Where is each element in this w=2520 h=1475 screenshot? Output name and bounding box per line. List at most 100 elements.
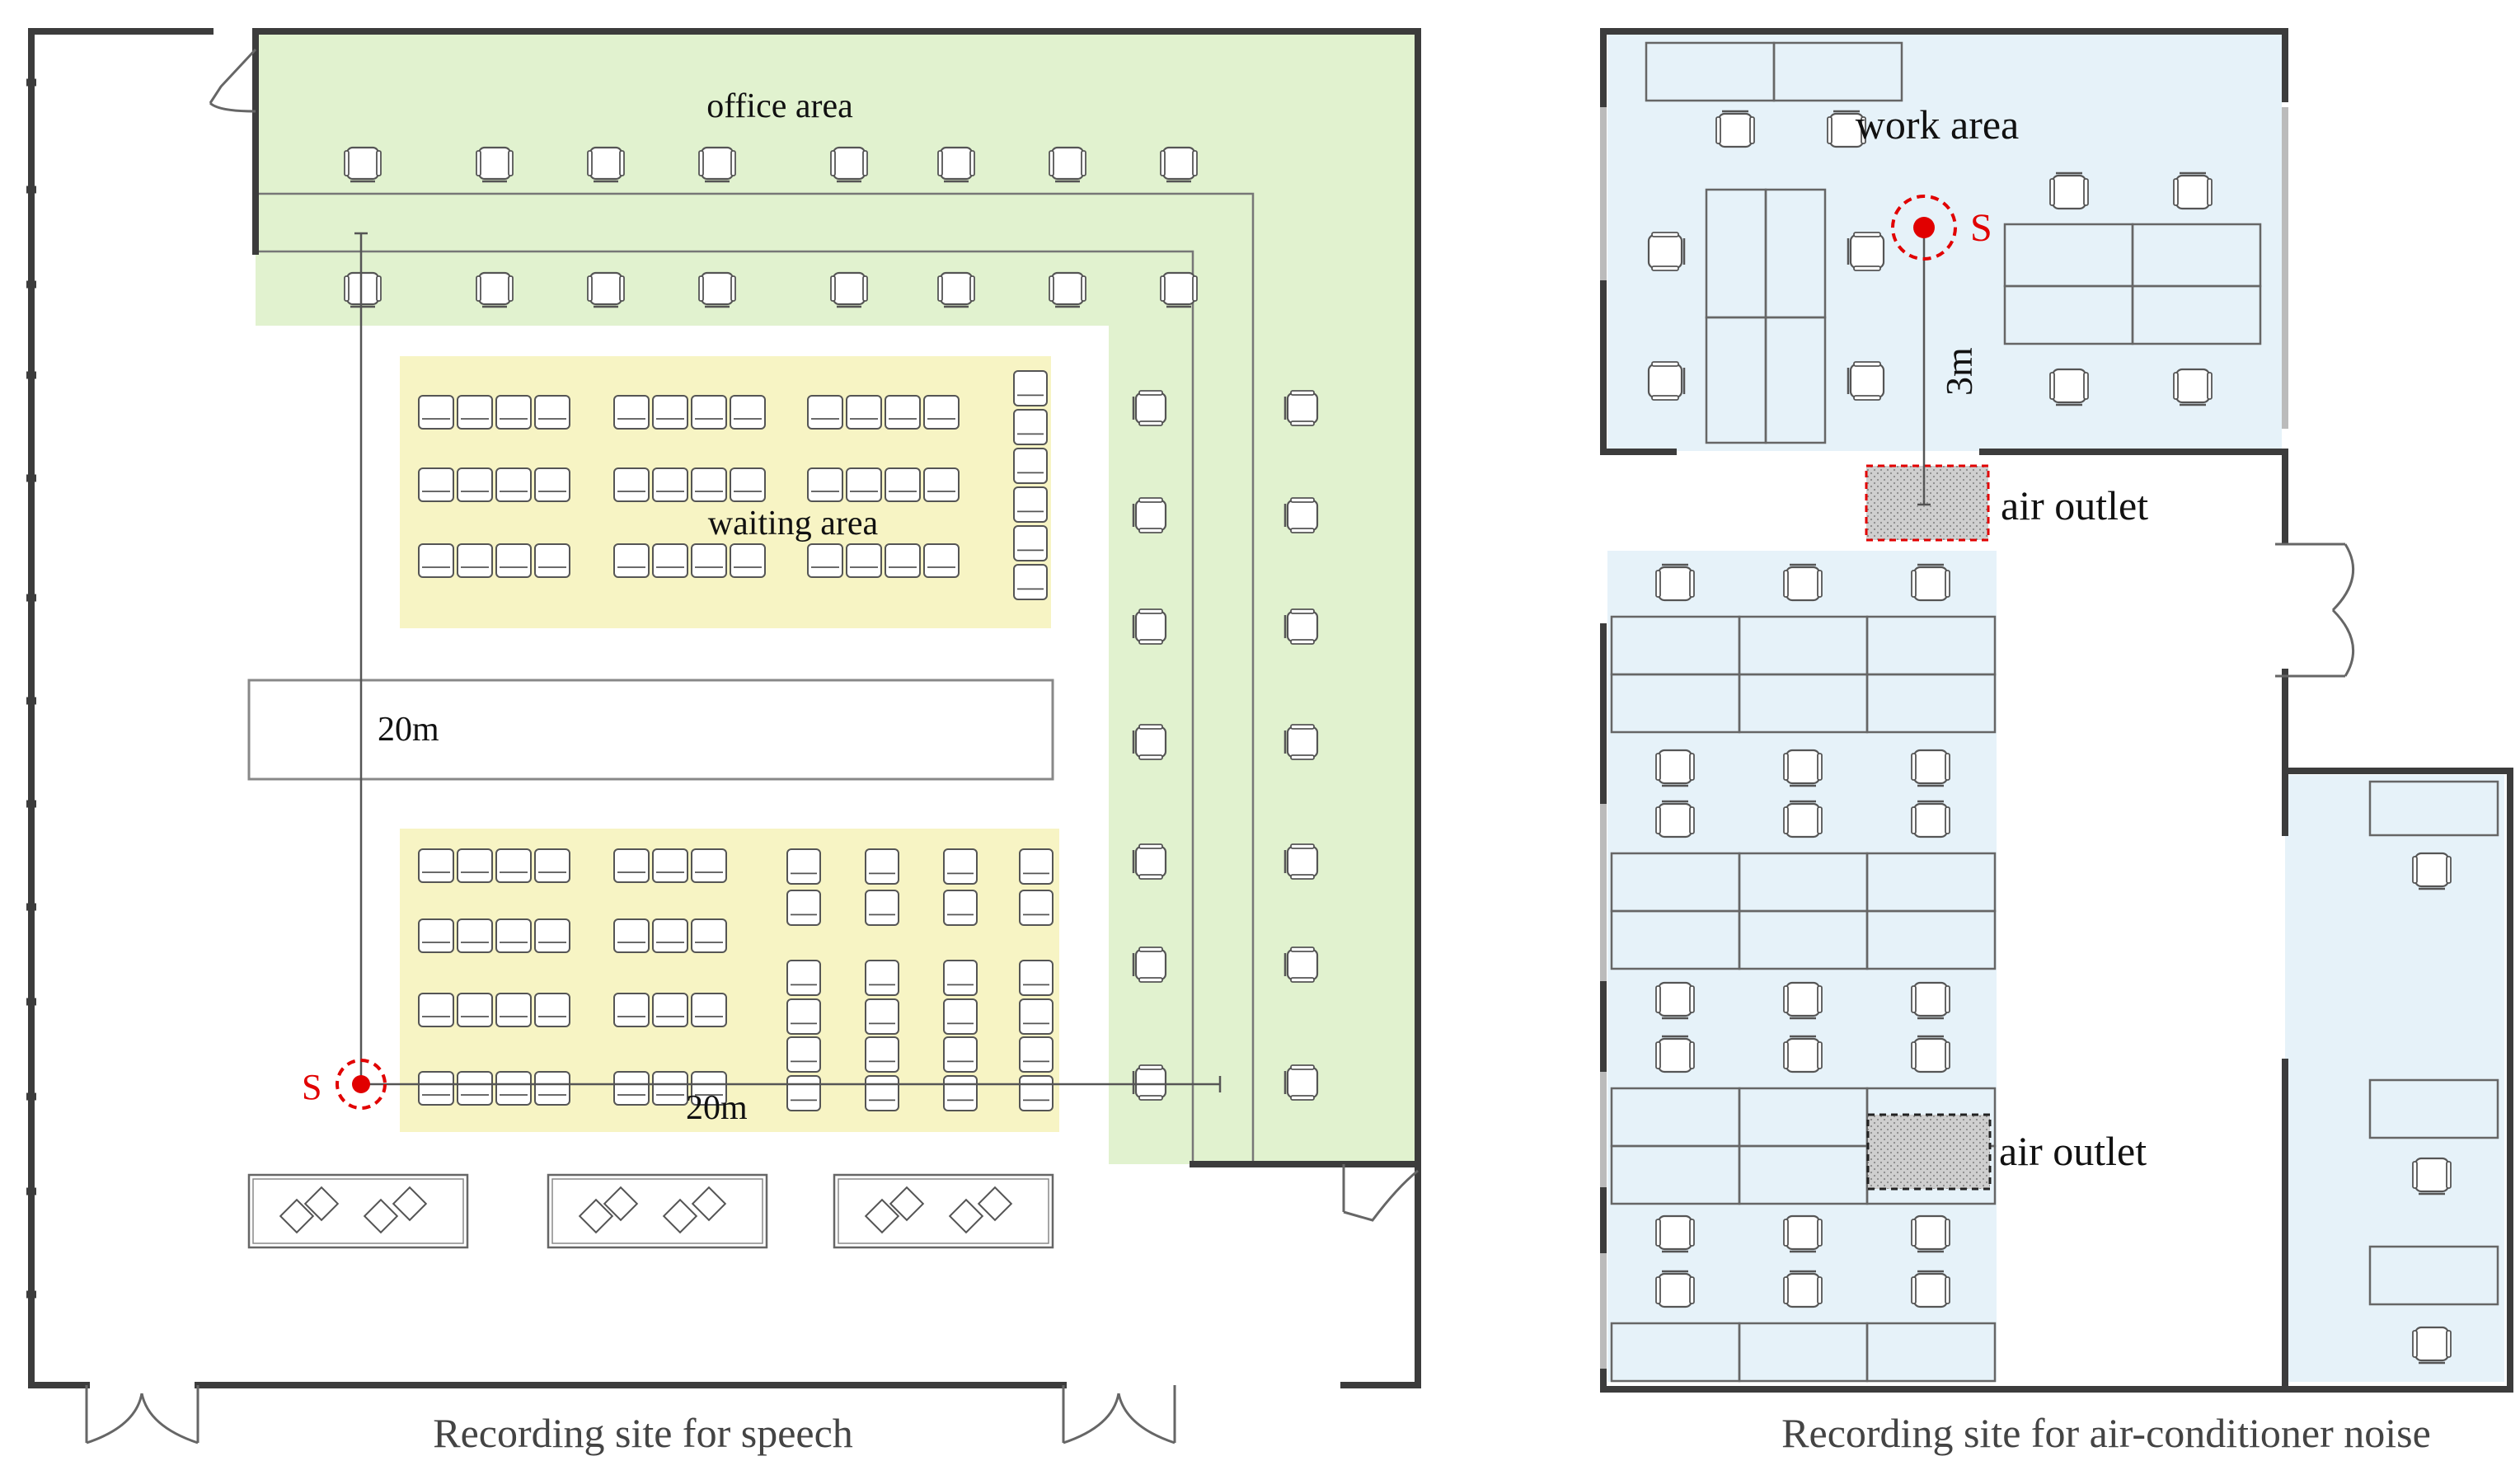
chair-icon <box>1132 1064 1167 1101</box>
chair-icon <box>1783 1214 1823 1253</box>
chair-icon <box>1132 947 1167 983</box>
sofa-icon <box>885 395 921 430</box>
chair-icon <box>1132 390 1167 426</box>
desk <box>1865 1322 1997 1383</box>
speech-site-plan: office area waiting area 20m 20m S Recor… <box>26 28 1421 1456</box>
desk <box>2368 1078 2499 1139</box>
chair-icon <box>2412 1326 2452 1365</box>
source-label: S <box>302 1067 321 1107</box>
chair-icon <box>1783 800 1823 838</box>
sofa-icon <box>691 467 727 502</box>
sofa-icon <box>495 467 532 502</box>
chair-icon <box>1911 800 1950 838</box>
sofa-icon <box>495 543 532 578</box>
sofa-icon <box>691 395 727 430</box>
sofa-icon <box>418 918 454 953</box>
sofa-icon <box>418 993 454 1027</box>
chair-icon <box>2412 1157 2452 1196</box>
caption-speech: Recording site for speech <box>433 1410 853 1456</box>
sofa-icon <box>807 543 843 578</box>
sofa-icon <box>807 395 843 430</box>
desk <box>1865 909 1997 970</box>
sofa-icon <box>534 848 570 883</box>
door-icon <box>1062 1385 1176 1444</box>
desk <box>2368 1245 2499 1306</box>
sofa-icon <box>418 543 454 578</box>
sofa-icon <box>495 993 532 1027</box>
chair-icon <box>476 146 514 183</box>
office-area-label: office area <box>706 87 853 125</box>
chair-icon <box>1715 110 1755 148</box>
chair-icon <box>1827 110 1866 148</box>
chair-icon <box>1783 1035 1823 1073</box>
sofa-icon <box>691 543 727 578</box>
sofa-icon <box>730 543 766 578</box>
office-partition-outer <box>256 192 1255 1164</box>
sofa-icon <box>943 890 978 926</box>
source-label: S <box>1970 206 1992 250</box>
sofa-icon <box>495 848 532 883</box>
sofa-icon <box>613 1071 650 1106</box>
sofa-icon <box>1019 960 1054 996</box>
sofa-icon <box>846 395 882 430</box>
chair-icon <box>830 146 868 183</box>
sofa-icon <box>534 1071 570 1106</box>
sofa-icon <box>943 1075 978 1111</box>
sofa-icon <box>865 1036 899 1073</box>
sofa-icon <box>1019 998 1054 1035</box>
office-partition-inner <box>256 250 1194 1164</box>
door-icon <box>1342 1164 1419 1222</box>
sofa-icon <box>865 998 899 1035</box>
chair-icon <box>1283 608 1319 645</box>
chair-icon <box>1847 361 1885 401</box>
sofa-icon <box>457 918 493 953</box>
sofa-icon <box>846 543 882 578</box>
office-chairs <box>344 146 1319 1101</box>
dimension-label-3m: 3m <box>1938 347 1980 396</box>
sofa-icon <box>457 848 493 883</box>
chair-icon <box>830 271 868 308</box>
sofa-icon <box>923 467 960 502</box>
sofa-icon <box>418 848 454 883</box>
sofa-icon <box>1013 448 1048 484</box>
sound-source-icon <box>336 1059 387 1110</box>
caption-air-conditioner: Recording site for air-conditioner noise <box>1781 1410 2431 1456</box>
chair-icon <box>1911 981 1950 1020</box>
sofa-icon <box>1019 1075 1054 1111</box>
lounge-tables <box>247 1173 1054 1249</box>
sofa-icon <box>457 467 493 502</box>
chair-icon <box>698 271 736 308</box>
air-outlet-icon <box>1866 1113 1992 1191</box>
sofa-icon <box>1013 409 1048 445</box>
sofa-icon <box>865 960 899 996</box>
sofa-icon <box>691 993 727 1027</box>
chair-icon <box>1847 232 1885 271</box>
chair-icon <box>2049 171 2089 210</box>
desk <box>2368 780 2499 837</box>
chair-icon <box>1783 749 1823 787</box>
sofa-icon <box>923 395 960 430</box>
chair-icon <box>1655 1214 1695 1253</box>
chair-icon <box>344 146 382 183</box>
sofa-icon <box>786 1075 821 1111</box>
sofa-icon <box>457 993 493 1027</box>
sofa-icon <box>418 467 454 502</box>
dimension-lines-speech <box>354 232 1222 1092</box>
chair-icon <box>1655 563 1695 602</box>
chair-icon <box>1911 1270 1950 1308</box>
sofa-icon <box>1013 486 1048 523</box>
work-chairs <box>1647 110 2452 1365</box>
side-room-zone <box>2285 775 2504 1382</box>
desk <box>1772 41 1903 102</box>
chair-icon <box>1911 1035 1950 1073</box>
door-icon <box>209 48 257 113</box>
sofa-icon <box>1013 370 1048 406</box>
sofa-icon <box>943 1036 978 1073</box>
chair-icon <box>1655 1270 1695 1308</box>
chair-icon <box>1647 232 1686 271</box>
sofa-icon <box>786 1036 821 1073</box>
sofa-icon <box>846 467 882 502</box>
sofa-icon <box>652 848 688 883</box>
round-table-icon <box>547 1173 768 1249</box>
